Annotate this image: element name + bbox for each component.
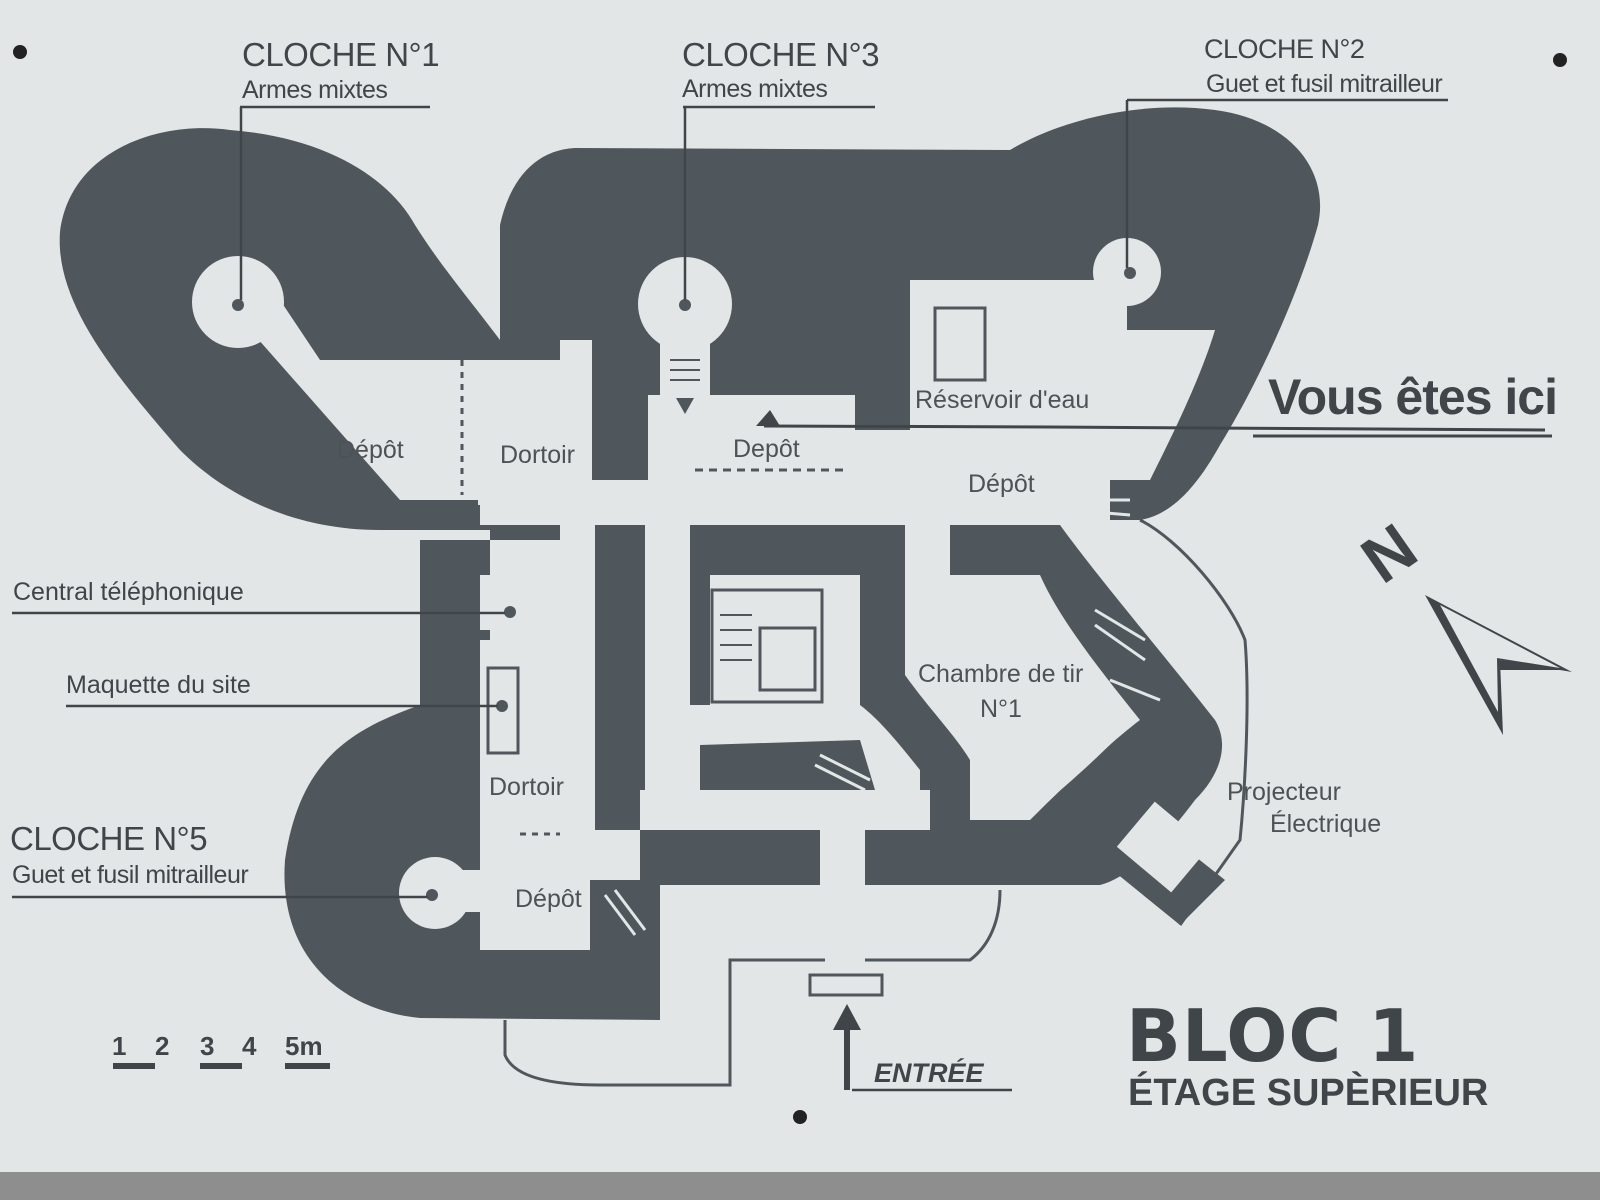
projecteur-label-1: Projecteur bbox=[1227, 778, 1341, 806]
projecteur-label-2: Électrique bbox=[1270, 810, 1382, 838]
scale-1: 1 bbox=[112, 1031, 127, 1061]
room-reservoir: Réservoir d'eau bbox=[915, 386, 1090, 414]
room-chambre-number: N°1 bbox=[980, 695, 1022, 723]
room-dortoir-south: Dortoir bbox=[489, 773, 565, 801]
entrance-arrow-icon bbox=[833, 1004, 861, 1090]
central-telephonique-label: Central téléphonique bbox=[13, 578, 244, 606]
you-are-here-label: Vous êtes ici bbox=[1268, 369, 1558, 425]
cloche-3-role: Armes mixtes bbox=[682, 75, 828, 103]
arrow-down-icon bbox=[676, 398, 694, 414]
cloche-5-label: CLOCHE N°5 bbox=[10, 820, 208, 857]
location-pins bbox=[232, 267, 1136, 901]
room-depot-south: Dépôt bbox=[515, 885, 582, 913]
screw-icon bbox=[13, 45, 27, 59]
rooms-light bbox=[192, 238, 1161, 990]
cloche-2-label: CLOCHE N°2 bbox=[1204, 34, 1365, 64]
stair-lines bbox=[670, 359, 752, 661]
bloc-title: BLOC 1 bbox=[1126, 994, 1420, 1078]
room-depot-east: Dépôt bbox=[968, 470, 1035, 498]
room-chambre-de-tir: Chambre de tir bbox=[918, 660, 1084, 688]
scale-2: 2 bbox=[155, 1031, 170, 1061]
outline-strokes bbox=[460, 306, 1249, 1087]
scale-3: 3 bbox=[200, 1031, 215, 1061]
room-depot-center: Depôt bbox=[733, 435, 800, 463]
stair-hatching bbox=[603, 498, 1161, 936]
scale-bar bbox=[113, 1063, 330, 1069]
north-arrow-icon bbox=[1425, 595, 1572, 735]
entrance-label: ENTRÉE bbox=[874, 1058, 984, 1088]
you-are-here-arrow-icon bbox=[756, 410, 780, 426]
room-depot-west: Dépôt bbox=[337, 436, 404, 464]
scale-5m: 5m bbox=[285, 1031, 323, 1061]
leader-lines bbox=[12, 98, 1552, 1092]
cloche-2-role: Guet et fusil mitrailleur bbox=[1206, 70, 1443, 98]
projector-box bbox=[1116, 801, 1210, 893]
room-dortoir-north: Dortoir bbox=[500, 441, 576, 469]
screw-icon bbox=[793, 1110, 807, 1124]
screw-icon bbox=[1553, 53, 1567, 67]
cloche-1-label: CLOCHE N°1 bbox=[242, 36, 440, 73]
cloche-1-role: Armes mixtes bbox=[242, 76, 388, 104]
cloche-5-role: Guet et fusil mitrailleur bbox=[12, 861, 249, 889]
etage-subtitle: ÉTAGE SUPÈRIEUR bbox=[1128, 1072, 1489, 1114]
maquette-label: Maquette du site bbox=[66, 671, 251, 699]
scale-4: 4 bbox=[242, 1031, 257, 1061]
cloche-3-label: CLOCHE N°3 bbox=[682, 36, 880, 73]
